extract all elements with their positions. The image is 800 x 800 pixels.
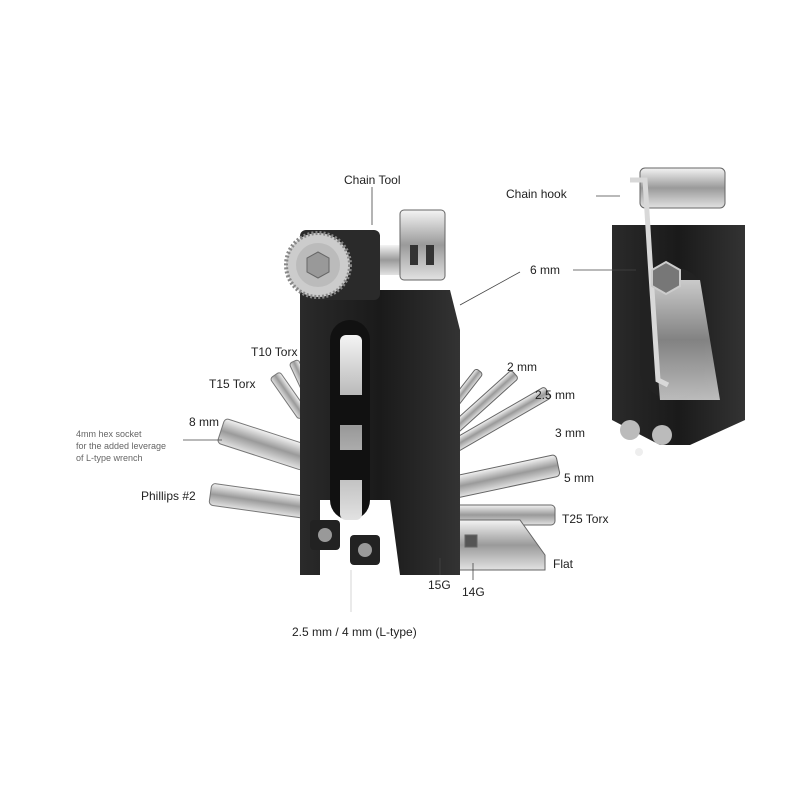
three-mm-label: 3 mm bbox=[555, 426, 585, 440]
chain-hook-label: Chain hook bbox=[506, 187, 567, 201]
flat-label: Flat bbox=[553, 557, 574, 571]
hex-socket-note: 4mm hex socket for the added leverage of… bbox=[76, 429, 167, 463]
t10-torx-label: T10 Torx bbox=[251, 345, 298, 359]
five-mm-label: 5 mm bbox=[564, 471, 594, 485]
main-body bbox=[300, 290, 460, 575]
15g-label: 15G bbox=[428, 578, 451, 592]
left-bits bbox=[208, 359, 315, 519]
two-mm-label: 2 mm bbox=[507, 360, 537, 374]
eight-mm-label: 8 mm bbox=[189, 415, 219, 429]
rear-view-tool bbox=[612, 167, 745, 456]
l-type-label: 2.5 mm / 4 mm (L-type) bbox=[292, 625, 417, 639]
six-mm-label: 6 mm bbox=[530, 263, 560, 277]
14g-label: 14G bbox=[462, 585, 485, 599]
t25-torx-label: T25 Torx bbox=[562, 512, 609, 526]
leader-lines bbox=[183, 187, 636, 612]
chain-tool-label: Chain Tool bbox=[344, 173, 401, 187]
two-five-mm-label: 2.5 mm bbox=[535, 388, 576, 402]
chain-tool bbox=[284, 209, 446, 300]
t15-torx-label: T15 Torx bbox=[209, 377, 256, 391]
phillips-label: Phillips #2 bbox=[141, 489, 196, 503]
